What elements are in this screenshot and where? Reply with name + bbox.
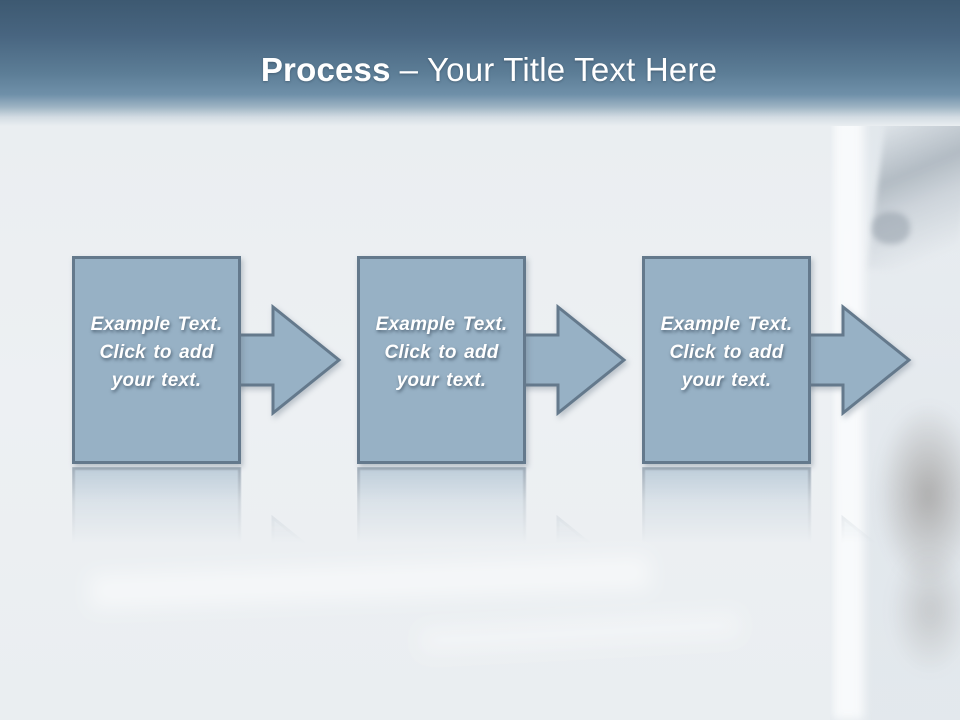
step-text-line: your text. [111,370,202,391]
step-box-2[interactable]: Example Text. Click to add your text. [357,256,526,464]
step-reflection [357,467,642,553]
process-step-2: Example Text. Click to add your text. [357,256,642,464]
slide-title[interactable]: Process– Your Title Text Here [0,52,960,88]
process-step-3: Example Text. Click to add your text. [642,256,927,464]
header-band: Process– Your Title Text Here [0,0,960,126]
photo-dark-area [878,405,960,585]
stethoscope-knob [872,212,910,244]
background-light-streak [89,555,651,609]
step-box-3[interactable]: Example Text. Click to add your text. [642,256,811,464]
background-light-streak [419,611,741,655]
step-text-line: your text. [681,370,772,391]
title-rest: – Your Title Text Here [399,51,718,88]
step-box-1[interactable]: Example Text. Click to add your text. [72,256,241,464]
step-text-line: your text. [396,370,487,391]
box-reflection [72,467,241,553]
photo-dark-area-lower [890,545,960,675]
step-text-line: Example Text. [90,314,223,335]
arrow-reflection [235,515,342,553]
step-text-line: Example Text. [375,314,508,335]
step-text-line: Example Text. [660,314,793,335]
box-reflection [642,467,811,553]
step-reflection [72,467,357,553]
title-emphasis: Process [260,51,391,88]
step-text-line: Click to add [384,342,499,363]
step-text: Example Text. Click to add your text. [661,311,793,395]
arrow-right-shape [520,304,627,416]
process-step-1: Example Text. Click to add your text. [72,256,357,464]
step-text: Example Text. Click to add your text. [91,311,223,395]
step-text: Example Text. Click to add your text. [376,311,508,395]
box-reflection [357,467,526,553]
arrow-right-shape [235,304,342,416]
step-text-line: Click to add [669,342,784,363]
arrow-reflection [520,515,627,553]
lab-coat-edge [832,110,864,720]
arrow-right-shape [805,304,912,416]
step-text-line: Click to add [99,342,214,363]
